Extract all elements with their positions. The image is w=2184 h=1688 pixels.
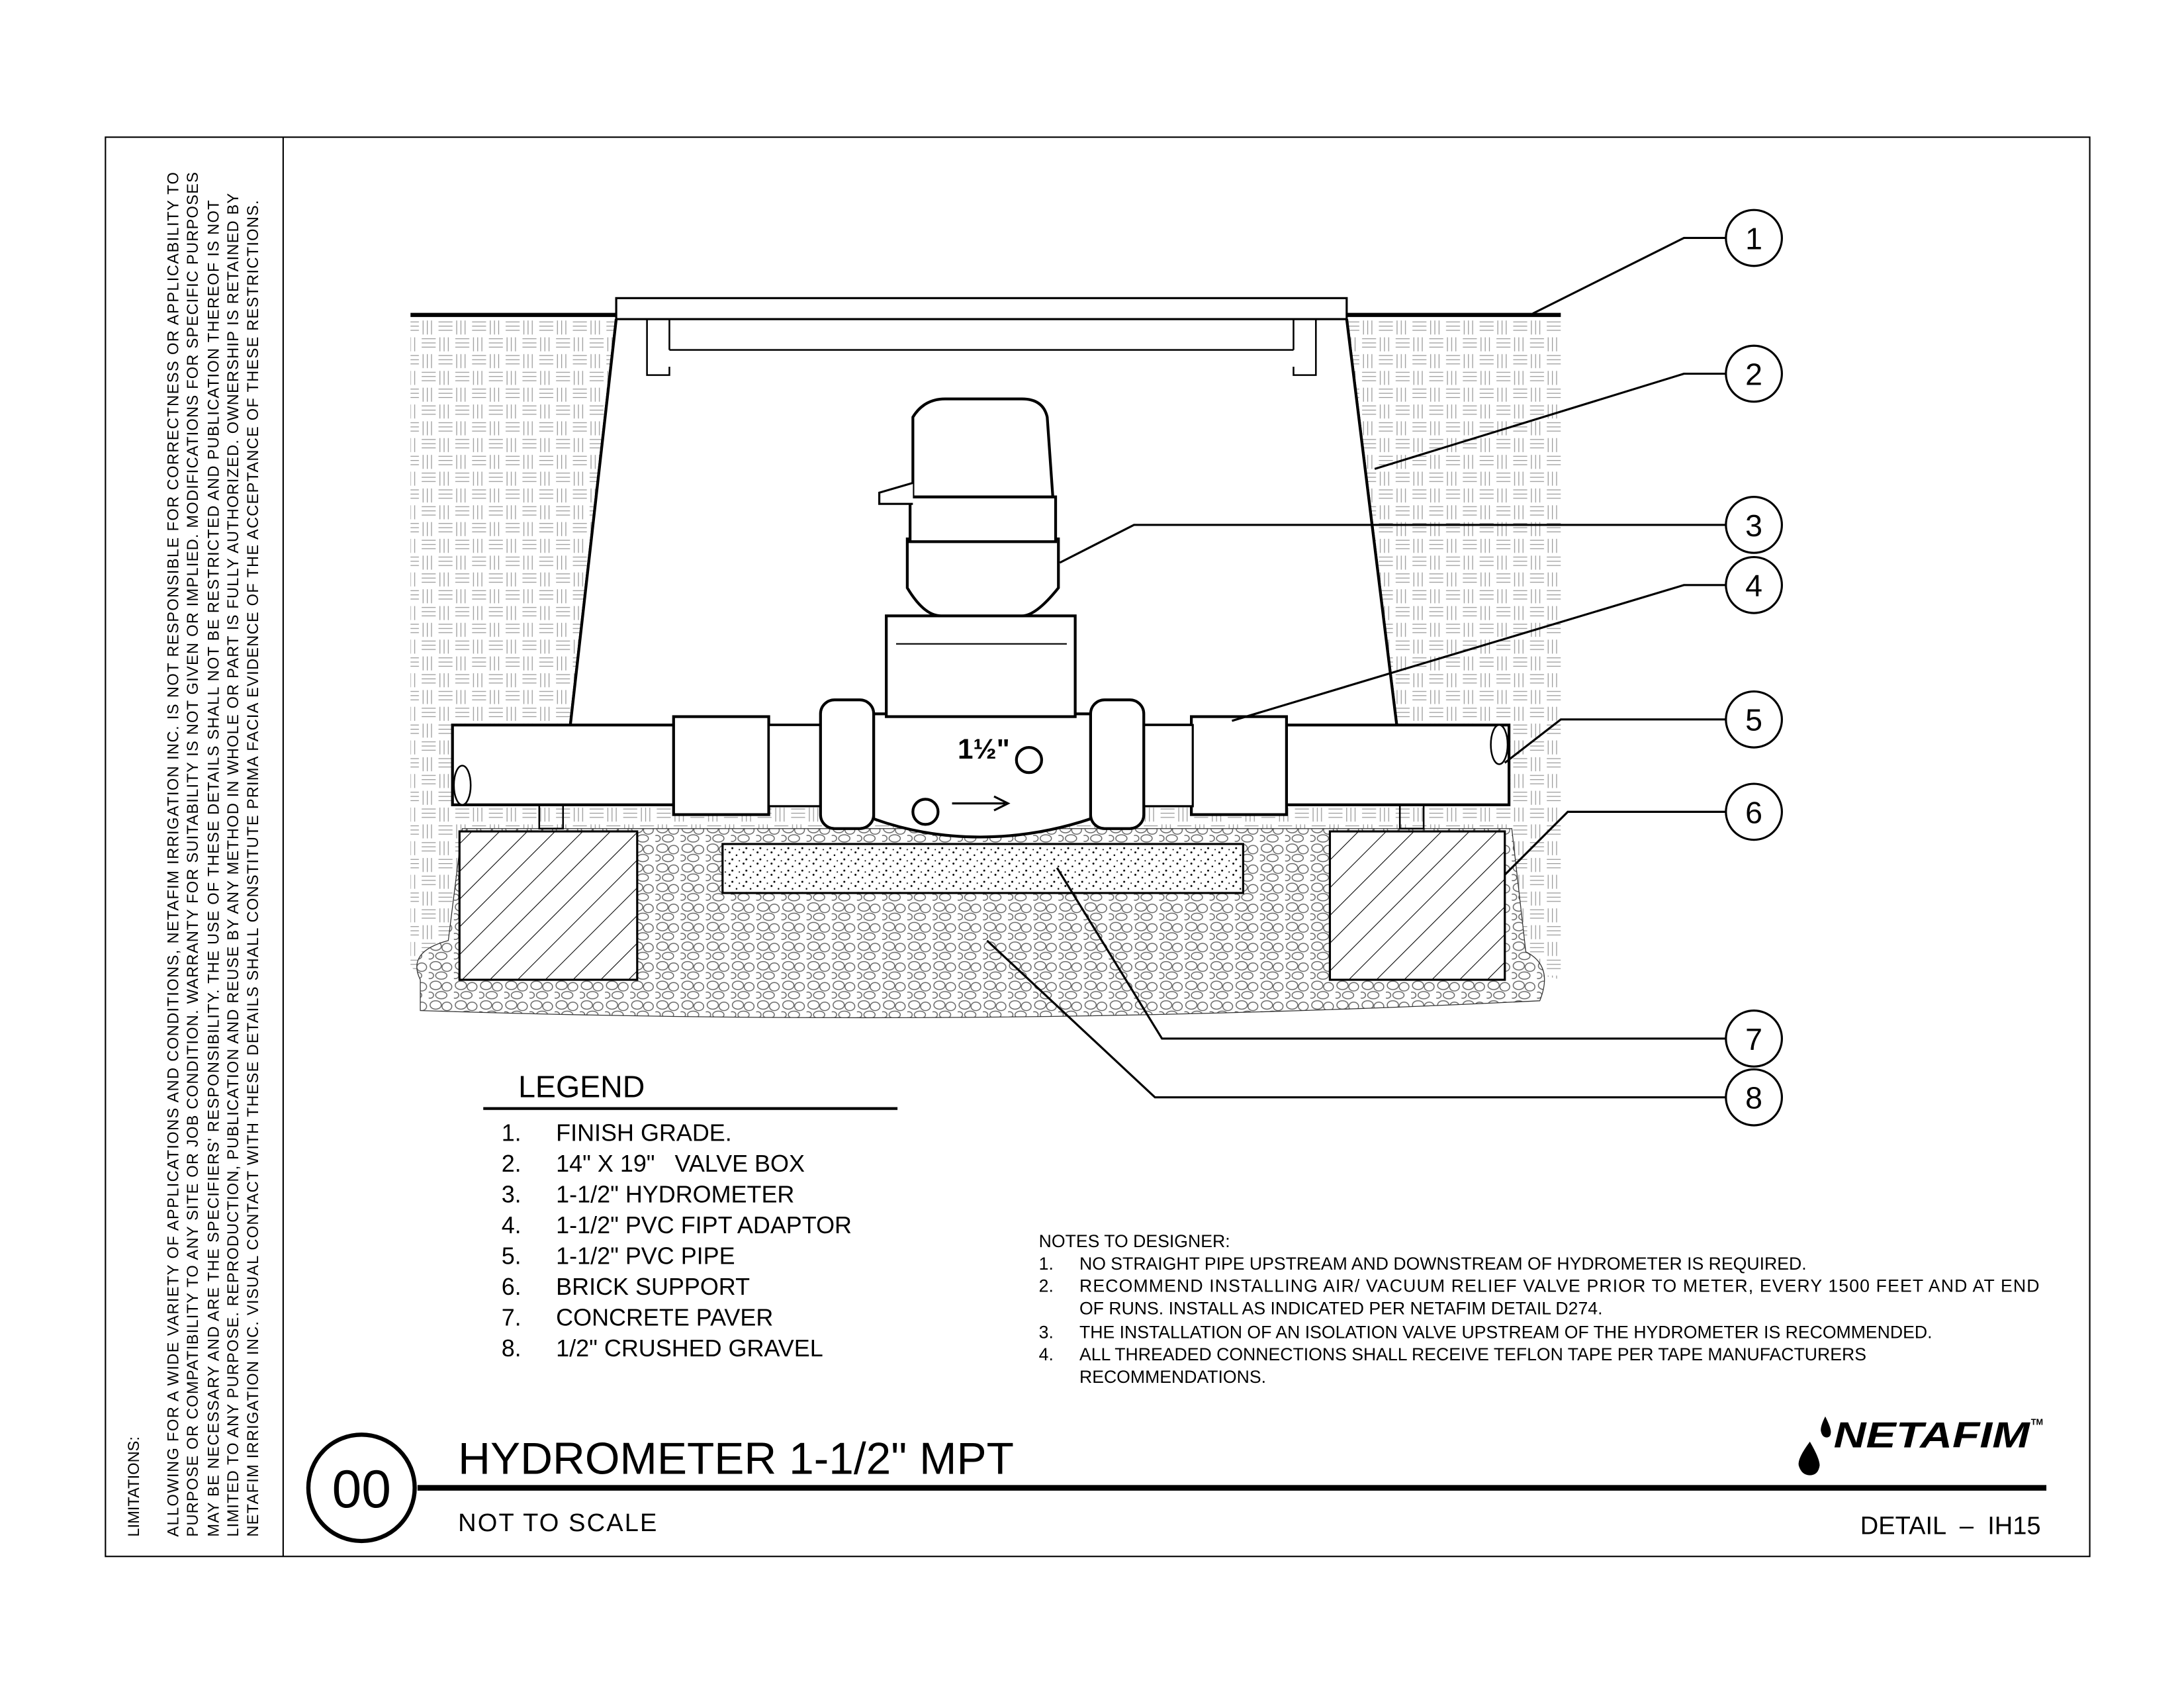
detail-number-bubble <box>306 1432 417 1544</box>
legend-num: 2. <box>502 1150 522 1177</box>
legend-item: 1-1/2" PVC FIPT ADAPTOR <box>556 1211 852 1239</box>
svg-text:5: 5 <box>1745 703 1762 737</box>
brick-support-left <box>458 830 639 981</box>
note-text: RECOMMEND INSTALLING AIR/ VACUUM RELIEF … <box>1079 1276 2039 1296</box>
scale-note: NOT TO SCALE <box>458 1509 658 1537</box>
callout-1: 1 <box>1725 209 1783 267</box>
callout-bubbles: 1 2 3 4 5 6 7 8 <box>1725 209 1783 1127</box>
title-block: 00 HYDROMETER 1-1/2" MPT NOT TO SCALE DE… <box>306 1414 2047 1544</box>
netafim-wordmark: NETAFIM <box>1834 1414 2030 1455</box>
concrete-paver <box>721 843 1244 894</box>
limitations-line: ALLOWING FOR A WIDE VARIETY OF APPLICATI… <box>165 172 182 1537</box>
note-text: ALL THREADED CONNECTIONS SHALL RECEIVE T… <box>1079 1344 1866 1364</box>
legend-item: 14" X 19" VALVE BOX <box>556 1150 805 1177</box>
callout-6: 6 <box>1725 782 1783 841</box>
trademark-mark: TM <box>2031 1417 2043 1427</box>
legend-num: 6. <box>502 1273 522 1300</box>
callout-3: 3 <box>1725 496 1783 554</box>
legend-item: CONCRETE PAVER <box>556 1303 773 1331</box>
svg-text:7: 7 <box>1745 1022 1762 1056</box>
callout-5: 5 <box>1725 690 1783 749</box>
legend-num: 7. <box>502 1303 522 1331</box>
valve-box-lid <box>615 297 1348 320</box>
note-text: RECOMMENDATIONS. <box>1079 1367 1266 1387</box>
notes-to-designer: NOTES TO DESIGNER: 1. NO STRAIGHT PIPE UP… <box>1039 1231 2040 1387</box>
fipt-adaptor-right <box>1190 715 1289 816</box>
notes-title: NOTES TO DESIGNER: <box>1039 1231 1230 1251</box>
legend-item: FINISH GRADE. <box>556 1119 732 1146</box>
legend-item: BRICK SUPPORT <box>556 1273 750 1300</box>
svg-text:4: 4 <box>1745 569 1762 603</box>
legend-num: 5. <box>502 1242 522 1269</box>
callout-2: 2 <box>1725 344 1783 403</box>
union-nut-right <box>1089 698 1146 830</box>
sheet-border <box>105 136 2091 1558</box>
detail-reference: DETAIL – IH15 <box>1860 1512 2041 1540</box>
detail-number: 00 <box>332 1460 391 1519</box>
legend-item: 1/2" CRUSHED GRAVEL <box>556 1335 823 1362</box>
limitations-heading: LIMITATIONS: <box>126 1436 143 1537</box>
note-num: 3. <box>1039 1322 1054 1342</box>
limitations-block: LIMITATIONS: ALLOWING FOR A WIDE VARIETY… <box>126 172 262 1537</box>
legend-item: 1-1/2" HYDROMETER <box>556 1180 794 1207</box>
note-num: 2. <box>1039 1276 1054 1296</box>
hydrometer: 1½" <box>872 397 1092 839</box>
note-text: NO STRAIGHT PIPE UPSTREAM AND DOWNSTREAM… <box>1079 1254 1807 1274</box>
netafim-logo: NETAFIM TM <box>1798 1414 2043 1476</box>
svg-text:6: 6 <box>1745 795 1762 829</box>
limitations-line: LIMITED TO ANY PURPOSE. REPRODUCTION, PU… <box>225 193 242 1537</box>
detail-title: HYDROMETER 1-1/2" MPT <box>458 1434 1014 1483</box>
legend-item: 1-1/2" PVC PIPE <box>556 1242 735 1269</box>
svg-text:1: 1 <box>1745 221 1762 256</box>
legend-num: 1. <box>502 1119 522 1146</box>
callout-leaders <box>986 236 1726 1099</box>
legend-num: 3. <box>502 1180 522 1207</box>
note-num: 1. <box>1039 1254 1054 1274</box>
legend-num: 4. <box>502 1211 522 1239</box>
svg-text:8: 8 <box>1745 1081 1762 1115</box>
legend-title: LEGEND <box>518 1070 645 1104</box>
section-drawing: 1½" <box>410 297 1561 1019</box>
limitations-line: PURPOSE OR COMPATIBILITY TO ANY SITE OR … <box>185 172 202 1537</box>
water-drop-icon <box>1798 1441 1820 1476</box>
callout-8: 8 <box>1725 1068 1783 1127</box>
callout-7: 7 <box>1725 1009 1783 1068</box>
note-text: OF RUNS. INSTALL AS INDICATED PER NETAFI… <box>1079 1298 1603 1318</box>
crushed-gravel <box>416 828 1545 1019</box>
limitations-line: MAY BE NECESSARY AND ARE THE SPECIFIERS'… <box>206 200 223 1536</box>
fipt-adaptor-left <box>672 715 770 816</box>
legend: LEGEND 1. FINISH GRADE. 2. 14" X 19" VALVE… <box>483 1070 898 1362</box>
legend-num: 8. <box>502 1335 522 1362</box>
brick-support-right <box>1328 830 1506 981</box>
svg-text:2: 2 <box>1745 357 1762 391</box>
meter-size-label: 1½" <box>958 733 1010 765</box>
union-nut-left <box>819 698 876 830</box>
note-num: 4. <box>1039 1344 1054 1364</box>
limitations-line: NETAFIM IRRIGATION INC. VISUAL CONTACT W… <box>245 200 262 1536</box>
callout-4: 4 <box>1725 555 1783 614</box>
svg-text:3: 3 <box>1745 508 1762 543</box>
note-text: THE INSTALLATION OF AN ISOLATION VALVE U… <box>1079 1322 1933 1342</box>
